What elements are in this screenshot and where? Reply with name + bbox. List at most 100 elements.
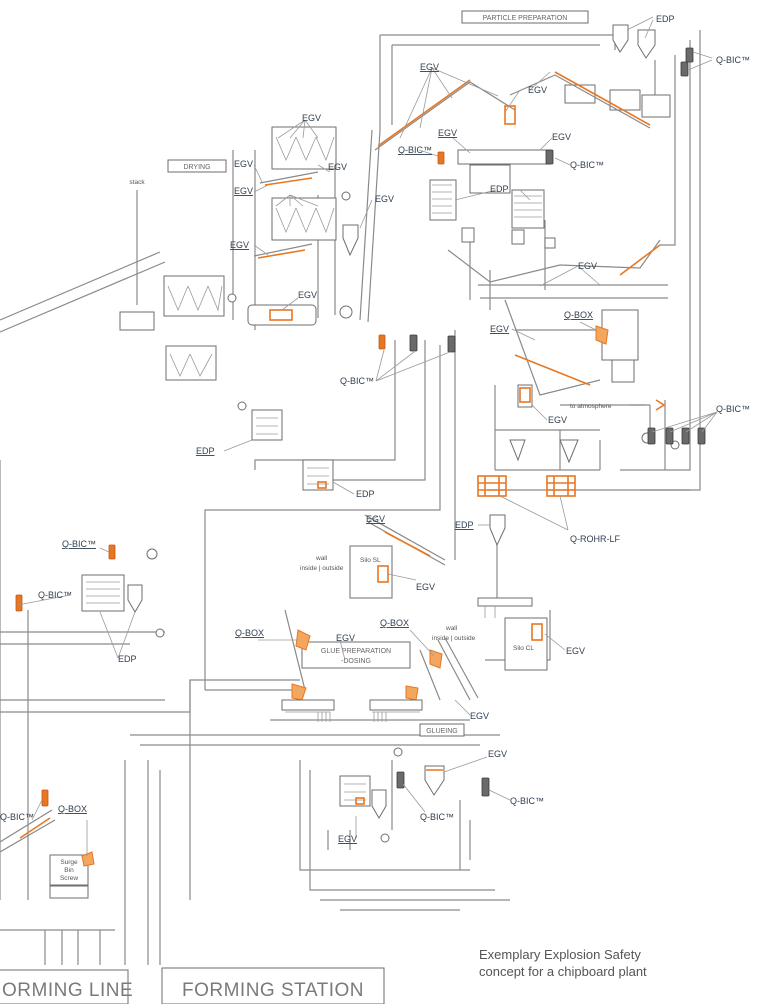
wall-label-1: wall [315, 555, 328, 562]
dryer-drum [247, 304, 317, 326]
q-bic-sensor-r2 [665, 427, 674, 445]
orange-block-1 [504, 105, 516, 125]
q-bic-label-5: Q-BIC™ [716, 404, 750, 414]
q-bic-sensor-m1 [378, 334, 386, 350]
egv-label-1: EGV [420, 62, 439, 72]
q-bic-label-1: Q-BIC™ [716, 55, 750, 65]
egv-label-8: EGV [234, 186, 253, 196]
silo-cl [504, 617, 548, 671]
surge-bin-label-1: Surge [60, 859, 78, 866]
glue-preparation-label-2: -DOSING [341, 658, 371, 665]
egv-label-13: EGV [490, 324, 509, 334]
q-bic-sensor-r4 [697, 427, 706, 445]
q-box-label-4: Q-BOX [58, 804, 87, 814]
egv-label-17: EGV [336, 633, 355, 643]
edp-label-5: EDP [455, 520, 474, 530]
cyclone-cluster-upper [163, 275, 225, 317]
egv-label-4: EGV [438, 128, 457, 138]
q-box-label-2: Q-BOX [380, 618, 409, 628]
q-bic-sensor-g1 [396, 771, 405, 789]
egv-label-11: EGV [578, 261, 597, 271]
q-bic-sensor-g2 [481, 777, 490, 797]
edp-label-3: EDP [196, 446, 215, 456]
egv-label-10: EGV [230, 240, 249, 250]
cyclone-cluster-lower [165, 345, 217, 381]
q-bic-sensor-l1 [108, 544, 116, 560]
egv-label-9: EGV [375, 194, 394, 204]
coil-left [429, 179, 457, 221]
stack-label: stack [129, 179, 145, 186]
drying-box [167, 159, 227, 173]
cyclone-top-2 [637, 29, 656, 59]
cyclone-filter-upper [271, 126, 337, 170]
egv-label-20: EGV [488, 749, 507, 759]
egv-label-19: EGV [470, 711, 489, 721]
surge-bin-label-3: Screw [60, 875, 78, 882]
egv-label-14: EGV [548, 415, 567, 425]
pipe-network [0, 30, 701, 965]
q-bic-label-3: Q-BIC™ [570, 160, 604, 170]
egv-label-5: EGV [552, 132, 571, 142]
q-bic-sensor-tr1 [685, 47, 694, 63]
q-bic-sensors [15, 47, 706, 807]
separator-top-2 [641, 94, 671, 118]
silo-sl [349, 545, 393, 599]
separator-left [564, 84, 596, 104]
particle-preparation-area: PARTICLE PREPARATION [374, 10, 680, 464]
q-bic-sensor-m3 [447, 335, 456, 353]
egv-label-2: EGV [528, 85, 547, 95]
surge-bin-label-2: Bin [64, 867, 74, 874]
q-bic-label-6: Q-BIC™ [62, 539, 96, 549]
glueing-label: GLUEING [426, 728, 458, 735]
caption-line-2: concept for a chipboard plant [479, 964, 647, 979]
figure-caption: Exemplary Explosion Safety concept for a… [479, 946, 749, 980]
q-bic-sensor-tr2 [680, 61, 689, 77]
glue-preparation-box [301, 641, 411, 669]
q-bic-label-9: Q-BIC™ [0, 812, 34, 822]
edp-label-2: EDP [490, 184, 509, 194]
q-bic-label-2: Q-BIC™ [398, 145, 432, 155]
egv-label-15: EGV [366, 514, 385, 524]
central-filter-area [237, 401, 334, 491]
q-rohr-lf-block-1 [477, 475, 507, 497]
glueing-area: Surge Bin Screw [0, 747, 445, 899]
drying-area: DRYING stack [119, 126, 359, 381]
bottom-section-labels: ORMING LINE FORMING STATION [0, 967, 385, 1004]
egv-label-18: EGV [566, 646, 585, 656]
leader-lines [17, 16, 718, 856]
edp-label-6: EDP [118, 654, 137, 664]
separator-top [609, 89, 641, 111]
q-rohr-lf-blocks [477, 475, 576, 497]
egv-label-3: EGV [302, 113, 321, 123]
inside-outside-label-1: inside | outside [300, 565, 344, 572]
forming-line-label: ORMING LINE [2, 980, 133, 1001]
edp-label-1: EDP [656, 14, 675, 24]
equipment-labels: EDP Q-BIC™ EGV EGV EGV EGV EGV Q-BIC™ Q-… [0, 14, 750, 844]
q-bic-label-4: Q-BIC™ [340, 376, 374, 386]
egv-label-21: EGV [338, 834, 357, 844]
particle-preparation-label: PARTICLE PREPARATION [483, 15, 568, 22]
egv-label-12: EGV [298, 290, 317, 300]
particle-preparation-box [461, 10, 589, 24]
q-bic-sensor-m2 [409, 334, 418, 352]
glue-preparation-area: Silo SL wall inside | outside GLUE PREPA… [281, 514, 548, 737]
q-bic-sensor-c2 [437, 151, 445, 165]
glue-preparation-label-1: GLUE PREPARATION [321, 648, 391, 655]
cyclone-filter-lower [271, 197, 337, 241]
silo-cl-label: Silo CL [513, 645, 534, 652]
q-bic-label-8: Q-BIC™ [510, 796, 544, 806]
egv-label-7: EGV [328, 162, 347, 172]
forming-station-label: FORMING STATION [182, 980, 364, 1001]
surge-bin [49, 854, 89, 886]
cyclone-top-1 [612, 24, 629, 53]
silo-sl-label: Silo SL [360, 557, 381, 564]
q-rohr-lf-label: Q-ROHR-LF [570, 534, 620, 544]
drying-label: DRYING [183, 164, 210, 171]
q-bic-sensor-l2 [15, 594, 23, 612]
egv-label-6: EGV [234, 159, 253, 169]
q-bic-sensor-r3 [681, 427, 690, 445]
q-bic-sensor-c1 [545, 149, 554, 165]
glueing-box [419, 723, 465, 737]
egv-label-16: EGV [416, 582, 435, 592]
